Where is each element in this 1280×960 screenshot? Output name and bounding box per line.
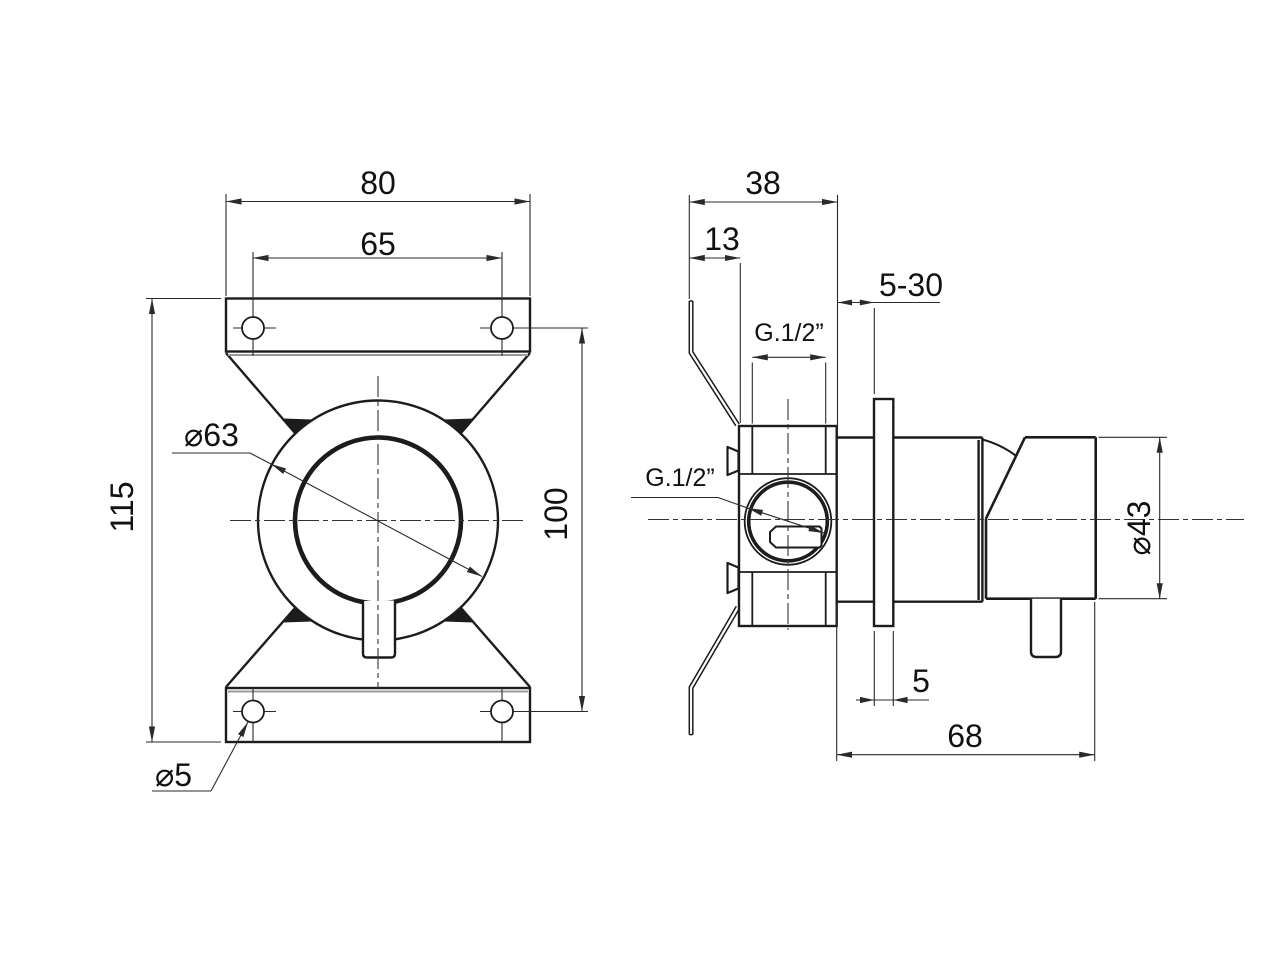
dim-body-diameter: ⌀63 (172, 417, 483, 577)
screw-hole (241, 699, 265, 724)
dim-label-d5: ⌀5 (155, 757, 192, 793)
valve-body (726, 424, 838, 628)
dim-projection: 68 (836, 602, 1096, 761)
wall-plate-edge (688, 300, 741, 736)
dim-hole-spacing-horizontal: 65 (253, 226, 502, 262)
dim-handle-diameter: ⌀43 (1098, 436, 1167, 600)
dim-side-port-thread: G.1/2” (631, 464, 825, 534)
screw-hole (490, 316, 514, 340)
front-view: 80 65 115 100 ⌀63 ⌀5 (104, 165, 588, 793)
mounting-plate-top (224, 252, 588, 356)
dim-label-100: 100 (538, 487, 574, 540)
handle-knob-side (1029, 598, 1063, 659)
dim-flange-thickness: 5 (856, 631, 930, 706)
dim-label-38: 38 (745, 165, 781, 201)
dim-label-13: 13 (704, 221, 740, 257)
escutcheon-flange (872, 397, 895, 628)
side-view: 38 13 5-30 G.1/2” G.1/2” (631, 165, 1244, 761)
dim-label-5: 5 (912, 663, 930, 699)
dim-label-65: 65 (360, 226, 396, 262)
fixing-clip (726, 561, 740, 595)
screw-hole (490, 699, 514, 724)
dim-label-g12-top: G.1/2” (754, 319, 823, 347)
handle-knob-front (361, 600, 397, 659)
dim-label-115: 115 (104, 481, 140, 532)
dim-screw-hole-diameter: ⌀5 (152, 721, 249, 793)
dim-label-80: 80 (360, 165, 396, 201)
dim-label-g12-side: G.1/2” (645, 464, 714, 492)
dim-label-68: 68 (947, 718, 983, 754)
screw-hole (241, 316, 265, 340)
dim-label-d43: ⌀43 (1121, 501, 1157, 556)
dim-hole-spacing-vertical: 100 (538, 328, 586, 712)
dim-overall-height: 115 (104, 297, 221, 743)
dim-label-5-30: 5-30 (879, 267, 943, 303)
dim-top-port-thread: G.1/2” (751, 319, 827, 424)
dim-body-depth: 38 (688, 165, 839, 436)
dim-plate-offset: 13 (689, 221, 741, 423)
bracket-arms (225, 352, 531, 688)
dim-wall-range: 5-30 (837, 267, 943, 394)
mounting-plate-bottom (224, 686, 588, 744)
dim-label-d63: ⌀63 (184, 417, 239, 453)
fixing-clip (726, 445, 740, 477)
dim-overall-width: 80 (225, 165, 531, 296)
handle (982, 435, 1097, 659)
